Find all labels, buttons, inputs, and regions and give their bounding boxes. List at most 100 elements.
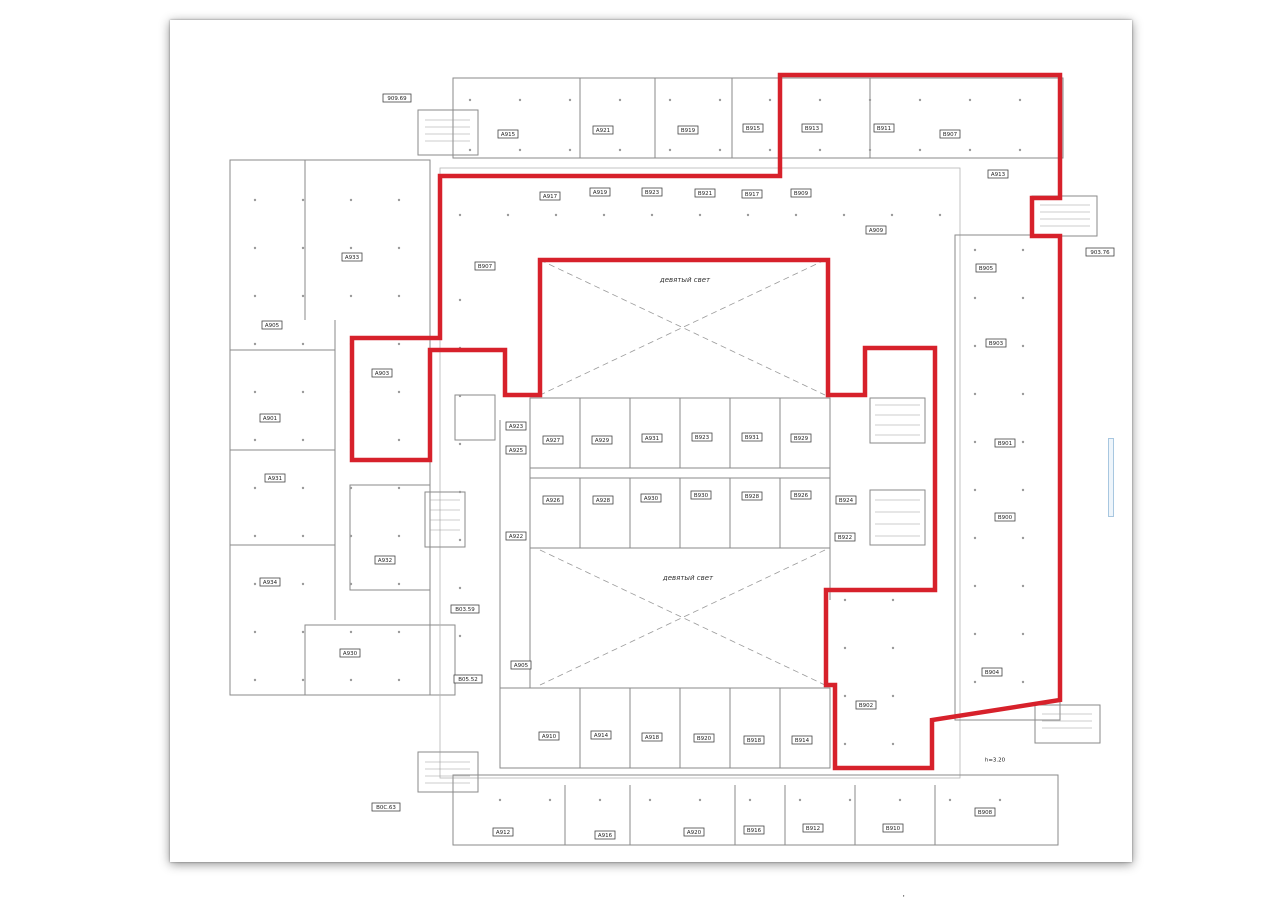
column-dot [973, 344, 977, 348]
column-dot [718, 98, 722, 102]
room-tag: B931 [741, 432, 763, 442]
column-dot [973, 536, 977, 540]
column-dot [253, 630, 257, 634]
room-tag-label: A918 [645, 735, 660, 741]
column-dot [253, 390, 257, 394]
column-dot [668, 98, 672, 102]
room-tag-label: B903 [989, 341, 1004, 347]
room-tag-label: A933 [345, 255, 360, 261]
room-tag-label: B931 [745, 435, 759, 441]
column-dot [843, 694, 847, 698]
column-dot [349, 198, 353, 202]
column-dot [998, 798, 1002, 802]
room-tag: B919 [677, 125, 699, 135]
column-dot [891, 742, 895, 746]
column-dot [1021, 440, 1025, 444]
room-tag: B900 [994, 512, 1016, 522]
room-tag-label: B921 [698, 191, 712, 197]
column-dot [498, 798, 502, 802]
column-dot [648, 798, 652, 802]
room-tag: A905 [261, 320, 283, 330]
room-tag-label: A923 [509, 424, 524, 430]
column-dot [891, 646, 895, 650]
column-dot [768, 148, 772, 152]
column-dot [548, 798, 552, 802]
column-dot [598, 798, 602, 802]
room-tag: A933 [341, 252, 363, 262]
room-tag: 909.69 [382, 93, 412, 103]
column-dot [458, 394, 462, 398]
column-dot [397, 534, 401, 538]
room-tag-label: A915 [501, 132, 516, 138]
room-tag: A905 [510, 660, 532, 670]
column-dot [798, 798, 802, 802]
column-dot [349, 582, 353, 586]
column-dot [301, 438, 305, 442]
column-dot [973, 248, 977, 252]
room-tag-label: A919 [593, 190, 608, 196]
vertical-scrollbar[interactable] [1108, 438, 1114, 517]
column-dot [898, 798, 902, 802]
column-dot [868, 148, 872, 152]
room-tag-label: A905 [514, 663, 529, 669]
room-tag-label: A922 [509, 534, 523, 540]
column-grid-dots [253, 98, 1025, 802]
room-tag-label: B915 [746, 126, 761, 132]
column-dot [843, 646, 847, 650]
column-dot [253, 342, 257, 346]
column-dot [458, 538, 462, 542]
column-dot [253, 198, 257, 202]
column-dot [349, 630, 353, 634]
room-tag: B907 [939, 129, 961, 139]
room-tag-label: B03.59 [455, 607, 475, 613]
column-dot [698, 798, 702, 802]
room-tag-label: A912 [496, 830, 510, 836]
column-dot [301, 342, 305, 346]
column-dot [458, 586, 462, 590]
room-tag-label: B910 [886, 826, 901, 832]
room-tag: A909 [865, 225, 887, 235]
column-dot [301, 198, 305, 202]
room-tag: A922 [505, 531, 527, 541]
column-dot [253, 582, 257, 586]
column-dot [397, 486, 401, 490]
column-dot [397, 342, 401, 346]
column-dot [301, 486, 305, 490]
room-tag: B911 [873, 123, 895, 133]
room-tag: B908 [974, 807, 996, 817]
room-tag-label: A913 [991, 172, 1006, 178]
room-tag: B912 [802, 823, 824, 833]
room-tag: A921 [592, 125, 614, 135]
atrium-label-lower: девятый свет [662, 574, 714, 582]
room-tag-label: B904 [985, 670, 1000, 676]
column-dot [458, 634, 462, 638]
column-dot [973, 392, 977, 396]
column-dot [568, 148, 572, 152]
room-tag: B913 [801, 123, 823, 133]
column-dot [397, 582, 401, 586]
column-dot [468, 148, 472, 152]
room-tag-label: A925 [509, 448, 524, 454]
room-tag: B902 [855, 700, 877, 710]
column-dot [1021, 344, 1025, 348]
column-dot [602, 213, 606, 217]
room-tag: B916 [743, 825, 765, 835]
column-dot [301, 534, 305, 538]
room-tag: A919 [589, 187, 611, 197]
room-tag-label: A931 [645, 436, 659, 442]
page-marker: ' [903, 894, 905, 903]
room-tag-label: B05.52 [458, 677, 478, 683]
room-tag-label: A905 [265, 323, 280, 329]
column-dot [458, 213, 462, 217]
room-tag-label: B902 [859, 703, 873, 709]
room-tag: B903 [985, 338, 1007, 348]
room-tag-label: B916 [747, 828, 762, 834]
column-dot [568, 98, 572, 102]
column-dot [973, 632, 977, 636]
column-dot [397, 390, 401, 394]
column-dot [746, 213, 750, 217]
column-dot [458, 298, 462, 302]
column-dot [397, 678, 401, 682]
room-tag: A930 [339, 648, 361, 658]
column-dot [891, 598, 895, 602]
